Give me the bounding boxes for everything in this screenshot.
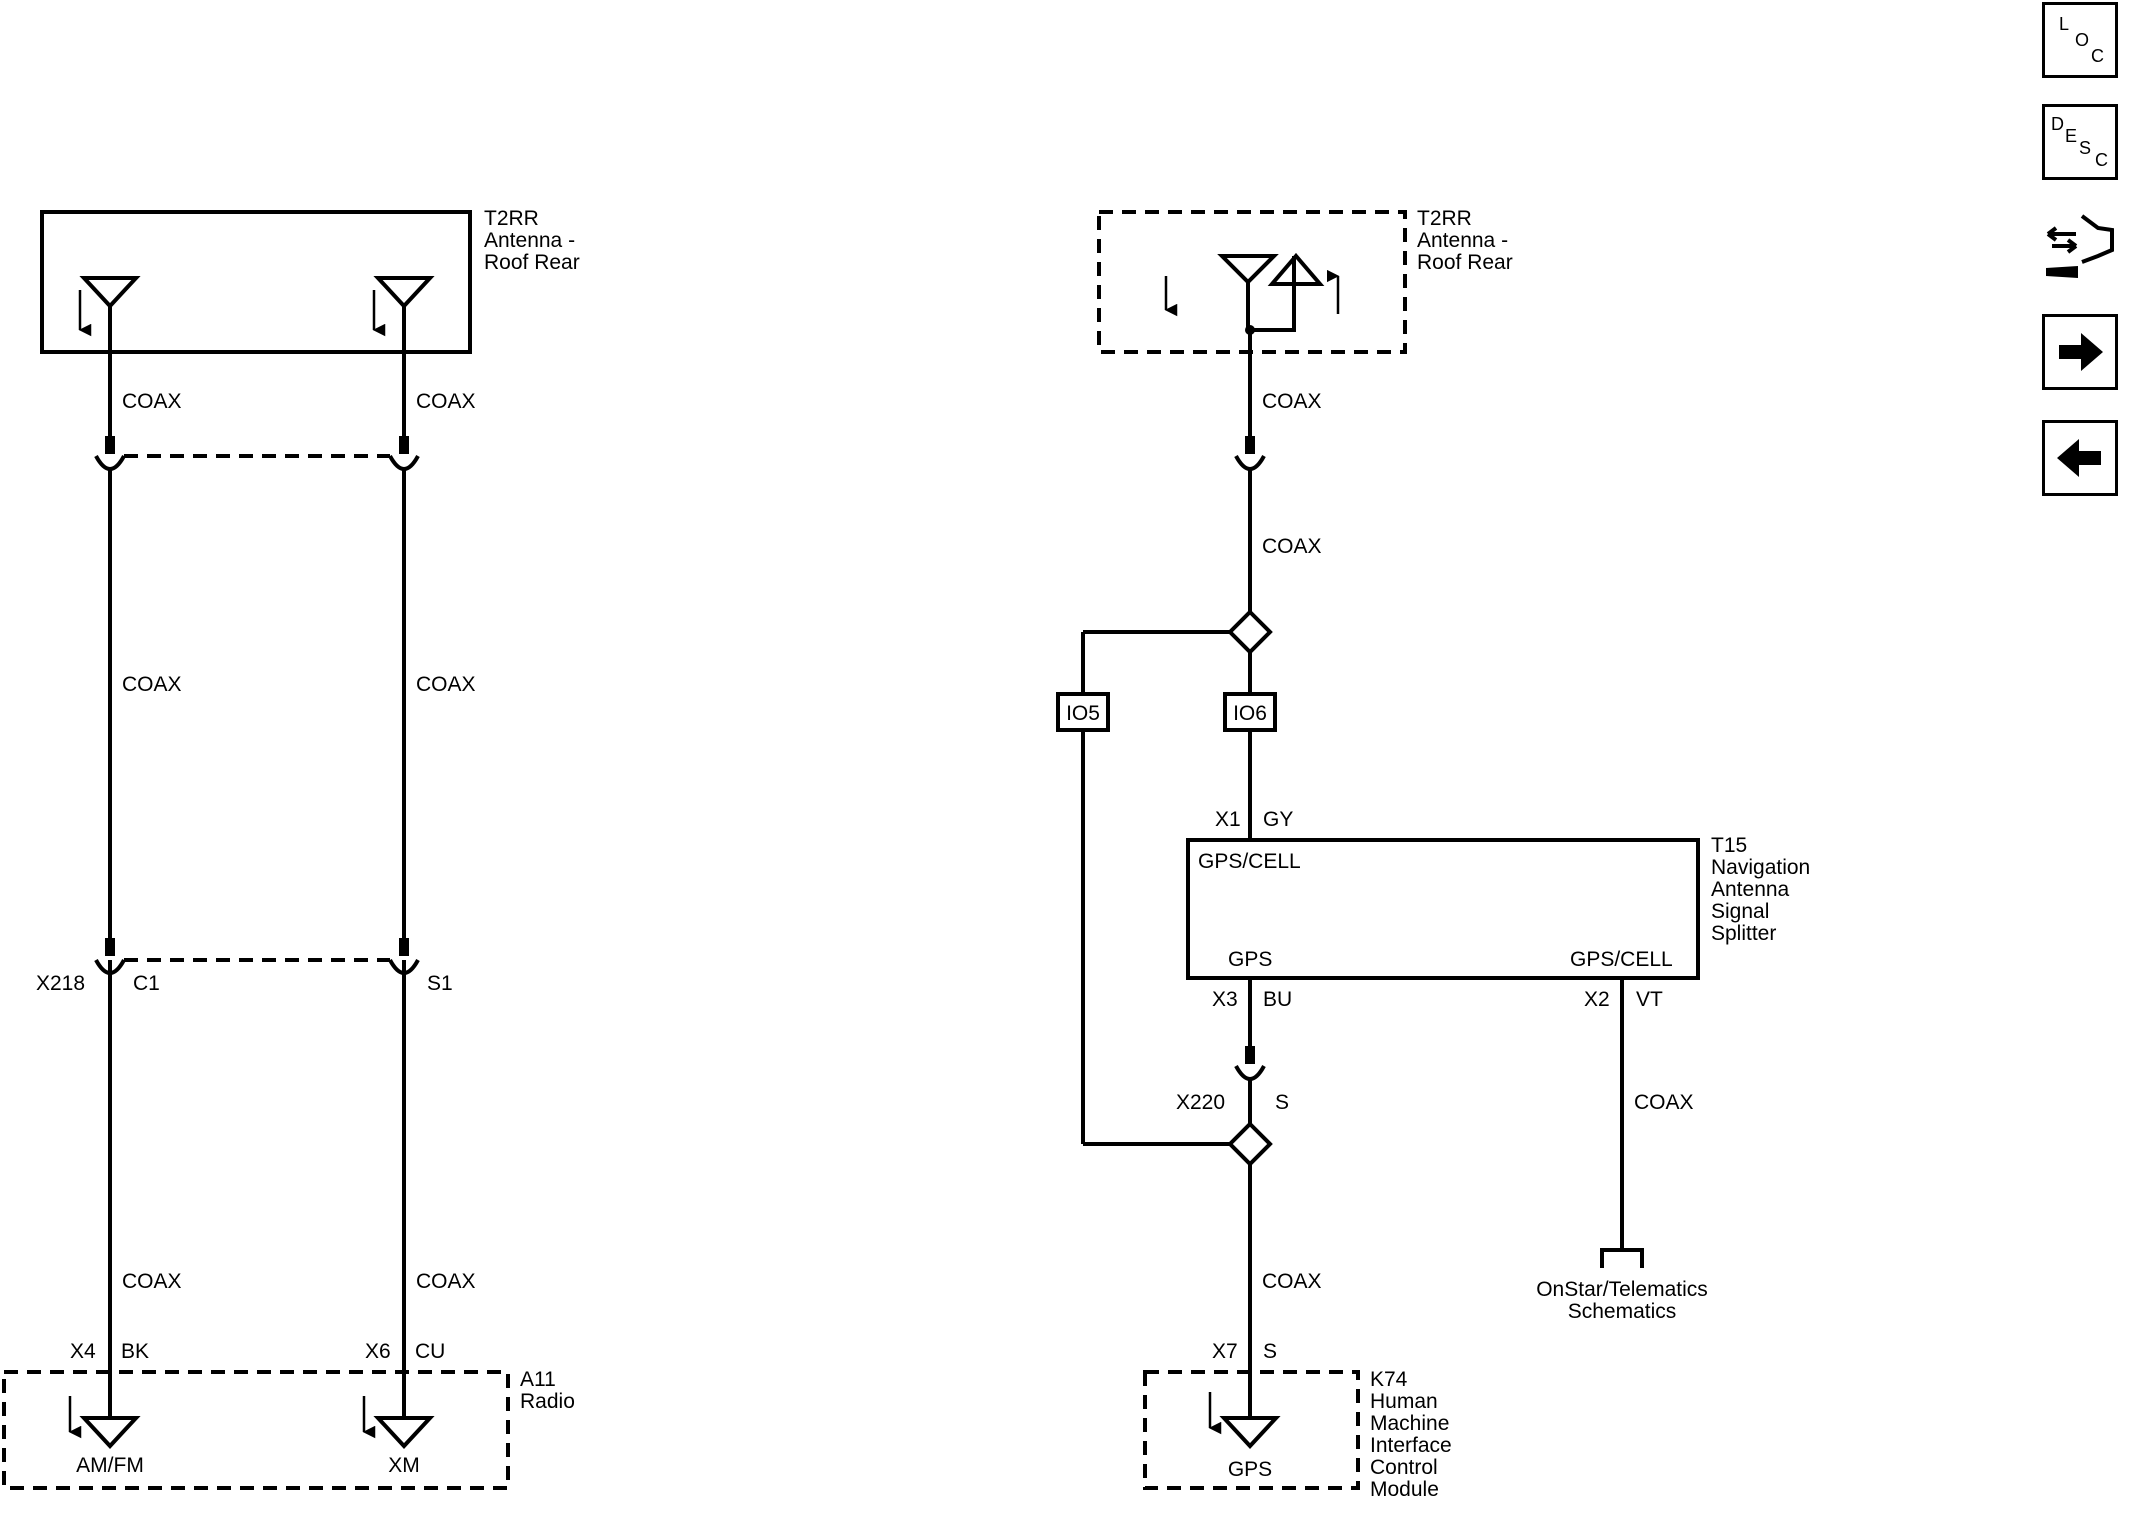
left-coax-label-1: COAX bbox=[122, 390, 182, 413]
gps-receive-antenna-symbol bbox=[1217, 254, 1296, 332]
splitter-output-gps-label: GPS bbox=[1228, 948, 1272, 971]
left-antenna-ref: T2RR bbox=[484, 207, 539, 230]
navigation-antenna-signal-splitter bbox=[1186, 838, 1700, 980]
left-antenna-box bbox=[40, 210, 472, 354]
splitter-output-cell-label: GPS/CELL bbox=[1570, 948, 1673, 971]
right-coax-label-1: COAX bbox=[1262, 390, 1322, 413]
left-antenna-component: T2RR Antenna - Roof Rear bbox=[40, 207, 580, 354]
splitter-name-2: Antenna bbox=[1711, 878, 1790, 901]
radio-component: AM/FM XM A11 Radio bbox=[2, 1368, 575, 1490]
cavity-s1-label: S1 bbox=[427, 972, 453, 995]
desc-icon-d: D bbox=[2051, 114, 2064, 134]
splitter-name-1: Navigation bbox=[1711, 856, 1810, 879]
left-antenna-name-2: Roof Rear bbox=[484, 251, 580, 274]
left-antenna-symbol-1 bbox=[79, 276, 141, 352]
radio-color-cu-label: CU bbox=[415, 1340, 445, 1363]
splitter-pin-x2-label: X2 bbox=[1584, 988, 1610, 1011]
loc-icon-l: L bbox=[2059, 14, 2070, 34]
hmi-band-gps-label: GPS bbox=[1228, 1458, 1272, 1481]
left-coax-label-3: COAX bbox=[122, 673, 182, 696]
radio-name-label: Radio bbox=[520, 1390, 575, 1413]
left-wires bbox=[94, 352, 420, 1418]
desc-icon-e: E bbox=[2065, 126, 2078, 146]
onstar-reference-line2: Schematics bbox=[1568, 1300, 1677, 1323]
radio-color-bk-label: BK bbox=[121, 1340, 149, 1363]
right-antenna-ref: T2RR bbox=[1417, 207, 1472, 230]
io6-label: IO6 bbox=[1233, 702, 1267, 725]
connector-x218-label: X218 bbox=[36, 972, 85, 995]
right-wires bbox=[1081, 352, 1700, 1418]
left-coax-label-4: COAX bbox=[416, 673, 476, 696]
desc-icon-c: C bbox=[2095, 150, 2108, 170]
right-antenna-name-2: Roof Rear bbox=[1417, 251, 1513, 274]
radio-antenna-input-1 bbox=[79, 1416, 141, 1449]
radio-box bbox=[2, 1370, 510, 1490]
left-antenna-symbol-2 bbox=[373, 276, 435, 352]
hmi-module-box bbox=[1143, 1370, 1360, 1490]
splitter-ref-label: T15 bbox=[1711, 834, 1747, 857]
right-antenna-name-1: Antenna - bbox=[1417, 229, 1508, 252]
arrow-left-icon bbox=[2057, 439, 2101, 477]
splitter-name-4: Splitter bbox=[1711, 922, 1776, 945]
connector-tool-button[interactable] bbox=[2042, 206, 2118, 282]
onstar-reference-line1: OnStar/Telematics bbox=[1536, 1278, 1708, 1301]
hmi-control-module-component: GPS K74 Human Machine Interface Control … bbox=[1143, 1368, 1452, 1501]
module-pin-x7-label: X7 bbox=[1212, 1340, 1238, 1363]
band-xm-label: XM bbox=[388, 1454, 420, 1477]
splitter-input-label: GPS/CELL bbox=[1198, 850, 1301, 873]
loc-icon-c: C bbox=[2091, 46, 2104, 66]
left-coax-label-2: COAX bbox=[416, 390, 476, 413]
cavity-s-label: S bbox=[1275, 1091, 1289, 1114]
right-coax-label-2: COAX bbox=[1262, 535, 1322, 558]
left-coax-label-6: COAX bbox=[416, 1270, 476, 1293]
hmi-gps-input-symbol bbox=[1219, 1416, 1281, 1449]
arrow-right-icon bbox=[2059, 333, 2103, 371]
radio-pin-x6-label: X6 bbox=[365, 1340, 391, 1363]
loc-icon-o: O bbox=[2075, 30, 2090, 50]
left-antenna-name-1: Antenna - bbox=[484, 229, 575, 252]
radio-pin-x4-label: X4 bbox=[70, 1340, 96, 1363]
splitter-color-gy-label: GY bbox=[1263, 808, 1293, 831]
left-coax-label-5: COAX bbox=[122, 1270, 182, 1293]
right-coax-label-4: COAX bbox=[1262, 1270, 1322, 1293]
cavity-c1-label: C1 bbox=[133, 972, 160, 995]
right-antenna-component: T2RR Antenna - Roof Rear bbox=[1097, 207, 1513, 354]
next-page-button[interactable] bbox=[2042, 314, 2118, 390]
splitter-color-bu-label: BU bbox=[1263, 988, 1292, 1011]
splitter-pin-x3-label: X3 bbox=[1212, 988, 1238, 1011]
module-ref-label: K74 bbox=[1370, 1368, 1408, 1391]
io5-label: IO5 bbox=[1066, 702, 1100, 725]
desc-button[interactable]: D E S C bbox=[2042, 104, 2118, 180]
upper-splice bbox=[1227, 609, 1273, 655]
module-name-5: Module bbox=[1370, 1478, 1439, 1501]
connector-x220-label: X220 bbox=[1176, 1091, 1225, 1114]
radio-antenna-input-2 bbox=[373, 1416, 435, 1449]
desc-icon-s: S bbox=[2079, 138, 2092, 158]
module-name-3: Interface bbox=[1370, 1434, 1452, 1457]
module-name-1: Human bbox=[1370, 1390, 1438, 1413]
connector-tool-icon bbox=[2046, 214, 2114, 278]
previous-page-button[interactable] bbox=[2042, 420, 2118, 496]
radio-ref-label: A11 bbox=[520, 1368, 556, 1391]
splitter-pin-x1-label: X1 bbox=[1215, 808, 1241, 831]
right-coax-label-3: COAX bbox=[1634, 1091, 1694, 1114]
io5-inline-harness-box bbox=[1056, 692, 1110, 732]
splitter-name-3: Signal bbox=[1711, 900, 1769, 923]
module-name-4: Control bbox=[1370, 1456, 1438, 1479]
module-cavity-s-label: S bbox=[1263, 1340, 1277, 1363]
module-name-2: Machine bbox=[1370, 1412, 1449, 1435]
lower-splice bbox=[1227, 1121, 1273, 1167]
io6-inline-harness-box bbox=[1223, 692, 1277, 732]
splitter-color-vt-label: VT bbox=[1636, 988, 1663, 1011]
loc-button[interactable]: L O C bbox=[2042, 2, 2118, 78]
band-am-fm-label: AM/FM bbox=[76, 1454, 144, 1477]
